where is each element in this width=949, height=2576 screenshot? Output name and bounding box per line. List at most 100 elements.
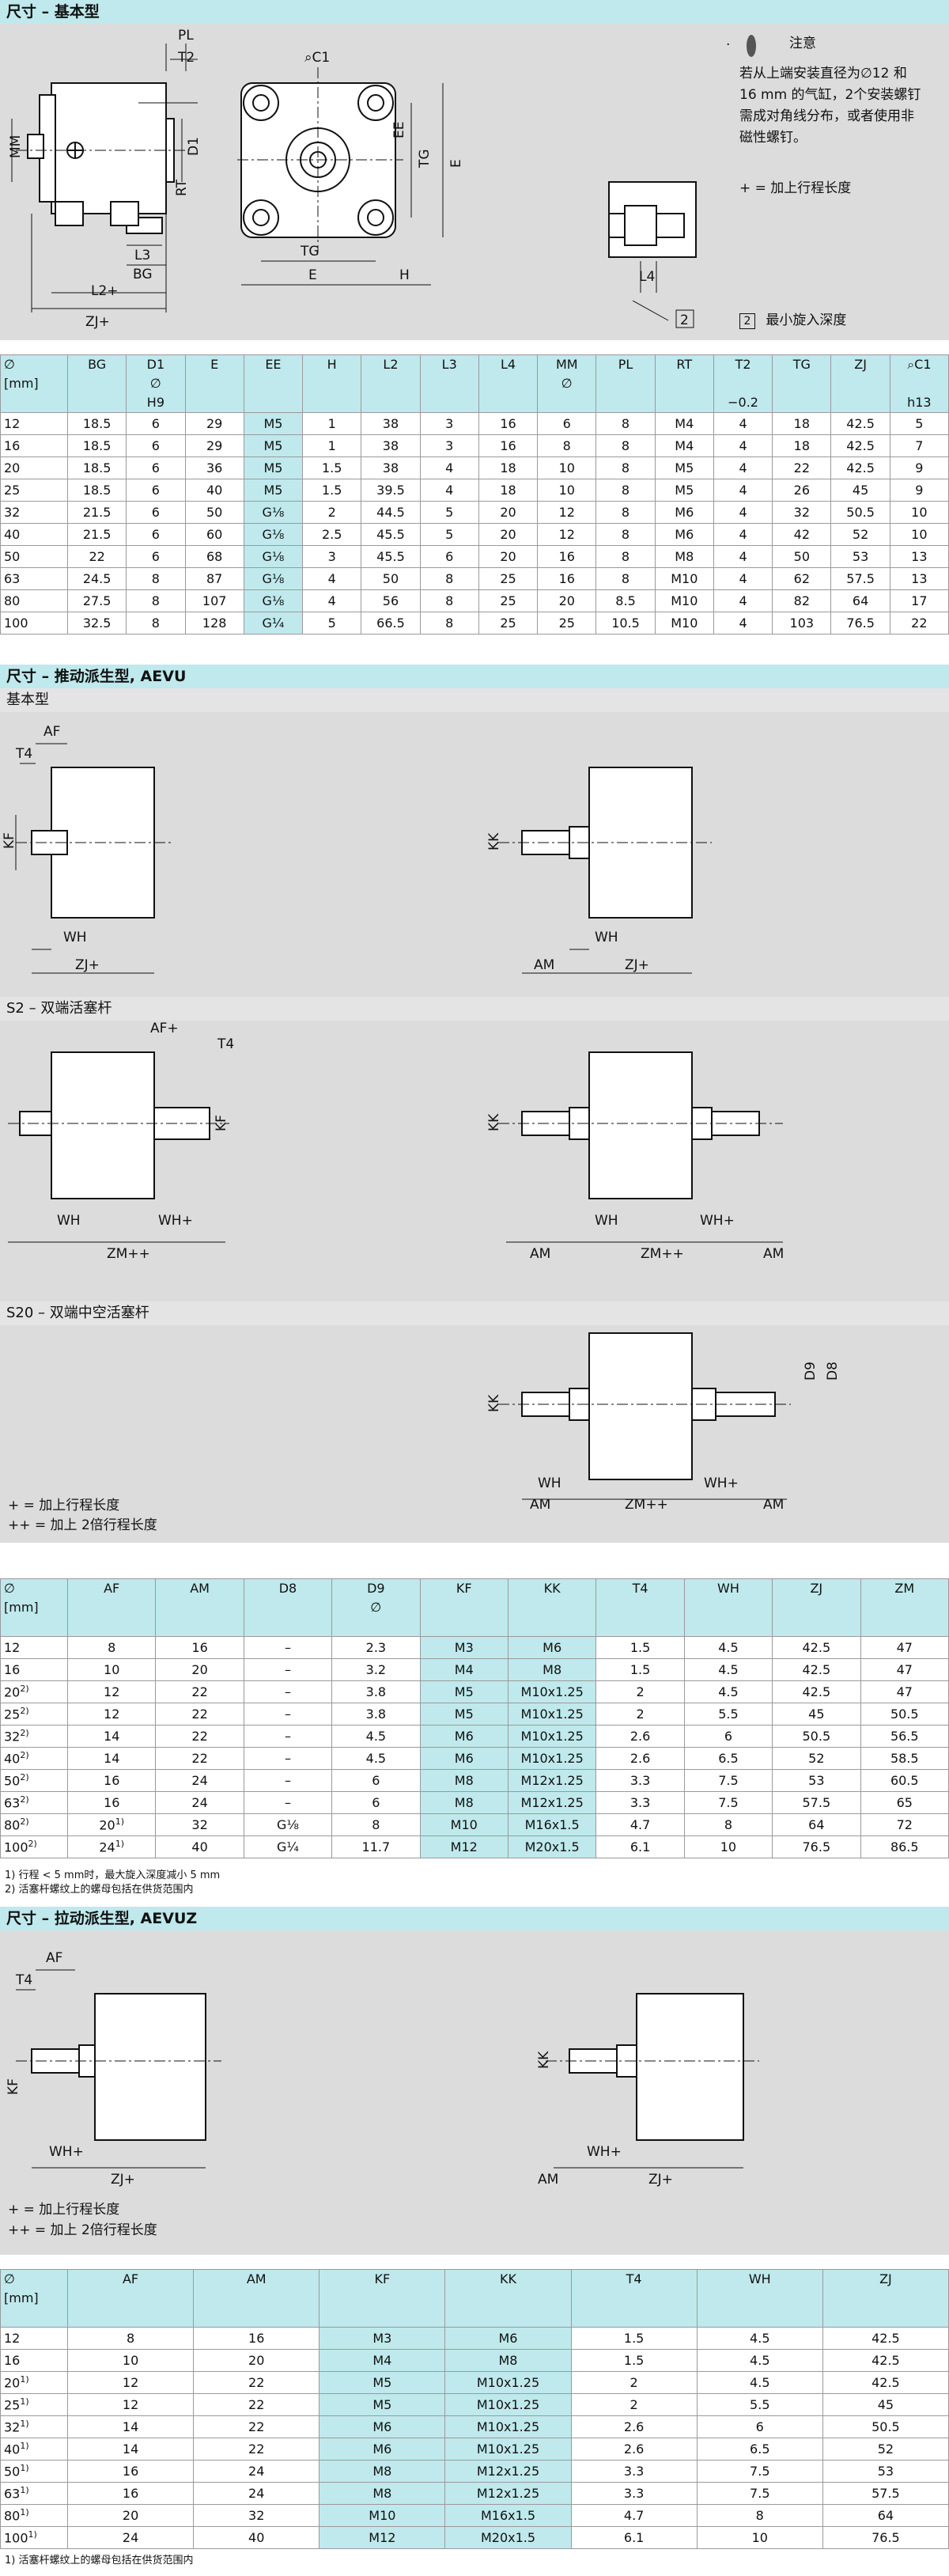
table-cell: 16	[478, 434, 539, 457]
table-cell: 9	[889, 479, 949, 502]
table-cell: 6.5	[696, 2438, 823, 2460]
table-cell: M4	[419, 1658, 509, 1681]
table-cell: G⅛	[243, 501, 304, 524]
table-cell: 68	[184, 545, 244, 568]
table-cell: 57.5	[822, 2482, 949, 2505]
table-cell: 47	[860, 1658, 949, 1681]
table-cell: 66.5	[361, 612, 421, 635]
drawing-area-pull: AF T4 KF WH+ ZJ+ KK AM WH+ ZJ+ + = 加上行程长…	[0, 1930, 949, 2255]
pull-plusplus-note: ++ = 加上 2倍行程长度	[8, 2222, 157, 2238]
table-cell: 501)	[0, 2460, 68, 2483]
table-cell: 14	[66, 2415, 195, 2438]
table-cell: M3	[419, 1636, 509, 1659]
subhead-basic: 基本型	[0, 688, 949, 712]
table-cell: 18.5	[66, 412, 127, 435]
svg-text:KK: KK	[536, 2051, 552, 2069]
table-cell: 26	[772, 479, 832, 502]
table-cell: 7.5	[683, 1791, 773, 1814]
table-cell: 3.3	[570, 2460, 698, 2483]
svg-text:AM: AM	[530, 1497, 550, 1513]
table-cell: 8	[696, 2504, 823, 2527]
table-cell: 6	[126, 412, 186, 435]
note-line-2: 16 mm 的气缸，2个安装螺钉	[739, 87, 921, 103]
table-cell: 42.5	[772, 1680, 861, 1703]
table-cell: 32	[772, 501, 832, 524]
svg-text:ZJ+: ZJ+	[648, 2172, 673, 2188]
table-cell: 8	[595, 412, 656, 435]
svg-text:WH+: WH+	[700, 1213, 735, 1229]
table-cell: 502)	[0, 1769, 68, 1792]
table-cell: 4	[713, 479, 773, 502]
svg-text:AF: AF	[46, 1950, 62, 1966]
table-cell: 42.5	[772, 1658, 861, 1681]
table-cell: –	[243, 1636, 333, 1659]
table-cell: 12	[66, 1703, 157, 1726]
table-cell: M12x1.25	[507, 1769, 597, 1792]
table-cell: 321)	[0, 2415, 68, 2438]
table-cell: 6	[126, 545, 186, 568]
column-header: T4	[570, 2269, 698, 2328]
table-cell: 13	[889, 567, 949, 590]
table-cell: 12	[66, 2371, 195, 2394]
table-cell: 24	[155, 1769, 244, 1792]
table-cell: 21.5	[66, 523, 127, 546]
table-cell: M6	[507, 1636, 597, 1659]
table-cell: 6	[696, 2415, 823, 2438]
table-cell: M10	[654, 612, 714, 635]
table-cell: 18	[772, 434, 832, 457]
column-header: ZJ	[822, 2269, 949, 2328]
table-cell: 3.3	[570, 2482, 698, 2505]
column-header: EE	[243, 354, 304, 413]
column-header: AF	[66, 1578, 157, 1637]
table-cell: 16	[0, 434, 68, 457]
table-cell: 1.5	[595, 1658, 685, 1681]
table-cell: 4.5	[683, 1658, 773, 1681]
table-cell: M10	[654, 567, 714, 590]
legend-2-label: 最小旋入深度	[766, 313, 847, 328]
svg-text:WH: WH	[63, 930, 87, 945]
table-cell: 4	[713, 412, 773, 435]
push-variant-drawings: AF T4 KF WH ZJ+ KK AM WH ZJ+	[2, 724, 712, 974]
table-cell: 16	[66, 1769, 157, 1792]
svg-text:KK: KK	[486, 1113, 502, 1131]
table-cell: M5	[243, 479, 304, 502]
table-cell: 6	[126, 479, 186, 502]
table-cell: 2.6	[595, 1725, 685, 1748]
table-cell: 16	[537, 567, 597, 590]
column-header: AM	[155, 1578, 244, 1637]
table-cell: 18.5	[66, 479, 127, 502]
column-header: WH	[696, 2269, 823, 2328]
table-cell: 12	[0, 1636, 68, 1659]
table-cell: 5	[419, 501, 479, 524]
svg-text:WH: WH	[57, 1213, 81, 1229]
table-cell: M8	[654, 545, 714, 568]
table-cell: M6	[444, 2327, 572, 2350]
table-cell: 2	[595, 1680, 685, 1703]
table-cell: 50	[361, 567, 421, 590]
table-cell: 4	[713, 434, 773, 457]
table-cell: 50.5	[772, 1725, 861, 1748]
table-cell: 4.5	[696, 2349, 823, 2372]
table-cell: 11.7	[331, 1835, 421, 1858]
svg-text:KF: KF	[214, 1115, 229, 1131]
table-cell: M12	[419, 1835, 509, 1858]
table-cell: 241)	[66, 1835, 157, 1858]
table-cell: 8	[683, 1813, 773, 1836]
table-cell: 401)	[0, 2438, 68, 2460]
table-cell: 16	[66, 2460, 195, 2483]
table-cell: 4	[713, 456, 773, 479]
table-cell: 32	[155, 1813, 244, 1836]
label-l3: L3	[134, 248, 150, 263]
push-plus-note: + = 加上行程长度	[8, 1498, 120, 1513]
table-cell: 64	[772, 1813, 861, 1836]
table-cell: 29	[184, 434, 244, 457]
push-footnote-2: 2) 活塞杆螺纹上的螺母包括在供货范围内	[5, 1884, 194, 1896]
label-mm: MM	[8, 135, 24, 158]
